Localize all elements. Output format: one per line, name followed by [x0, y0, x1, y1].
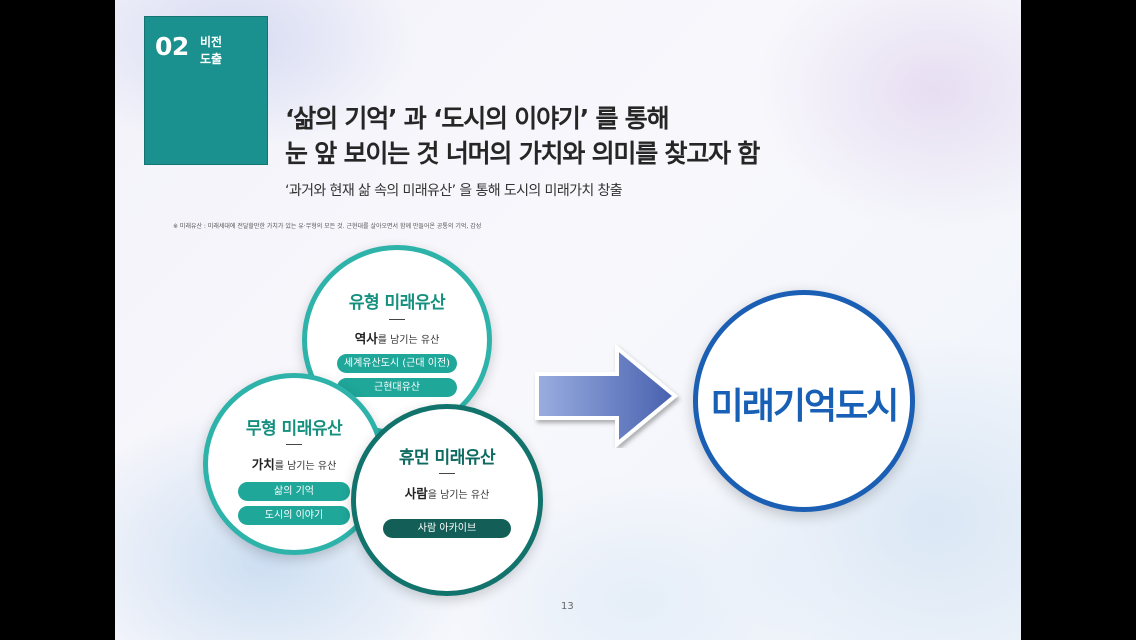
- headline-line-2: 눈 앞 보이는 것 너머의 가치와 의미를 찾고자 함: [285, 139, 760, 168]
- human-heritage-circle: 휴먼 미래유산 사람을 남기는 유산 사람 아카이브: [351, 404, 543, 596]
- circle-title: 유형 미래유산: [348, 293, 446, 313]
- result-title: 미래기억도시: [710, 386, 900, 427]
- divider: [389, 319, 405, 320]
- tag-pill: 사람 아카이브: [383, 519, 511, 538]
- subheadline: ‘과거와 현재 삶 속의 미래유산’ 을 통해 도시의 미래가치 창출: [285, 183, 623, 199]
- future-memory-city-circle: 미래기억도시: [693, 290, 915, 512]
- tag-pill: 세계유산도시 (근대 이전): [337, 354, 457, 373]
- circle-title: 휴먼 미래유산: [398, 448, 496, 468]
- section-badge: 02 비전 도출: [144, 16, 268, 165]
- tag-pill: 도시의 이야기: [238, 506, 350, 525]
- slide: 02 비전 도출 ‘삶의 기억’ 과 ‘도시의 이야기’ 를 통해 눈 앞 보이…: [115, 0, 1021, 640]
- page-number: 13: [561, 601, 574, 612]
- tag-pill: 삶의 기억: [238, 482, 350, 501]
- circle-description: 사람을 남기는 유산: [404, 486, 490, 501]
- intangible-heritage-circle: 무형 미래유산 가치를 남기는 유산 삶의 기억 도시의 이야기: [203, 373, 385, 555]
- circle-title: 무형 미래유산: [245, 419, 343, 439]
- right-arrow-icon: [535, 344, 679, 448]
- section-label: 비전 도출: [200, 35, 223, 66]
- headline: ‘삶의 기억’ 과 ‘도시의 이야기’ 를 통해 눈 앞 보이는 것 너머의 가…: [285, 101, 925, 171]
- headline-line-1: ‘삶의 기억’ 과 ‘도시의 이야기’ 를 통해: [285, 104, 670, 133]
- footnote: ※ 미래유산 : 미래세대에 전달할만한 가치가 있는 유·무형의 모든 것. …: [173, 223, 482, 230]
- tag-pill: 근현대유산: [337, 378, 457, 397]
- circle-description: 가치를 남기는 유산: [251, 457, 337, 472]
- divider: [286, 444, 302, 445]
- section-number: 02: [155, 32, 189, 61]
- circle-description: 역사를 남기는 유산: [354, 331, 440, 346]
- divider: [439, 473, 455, 474]
